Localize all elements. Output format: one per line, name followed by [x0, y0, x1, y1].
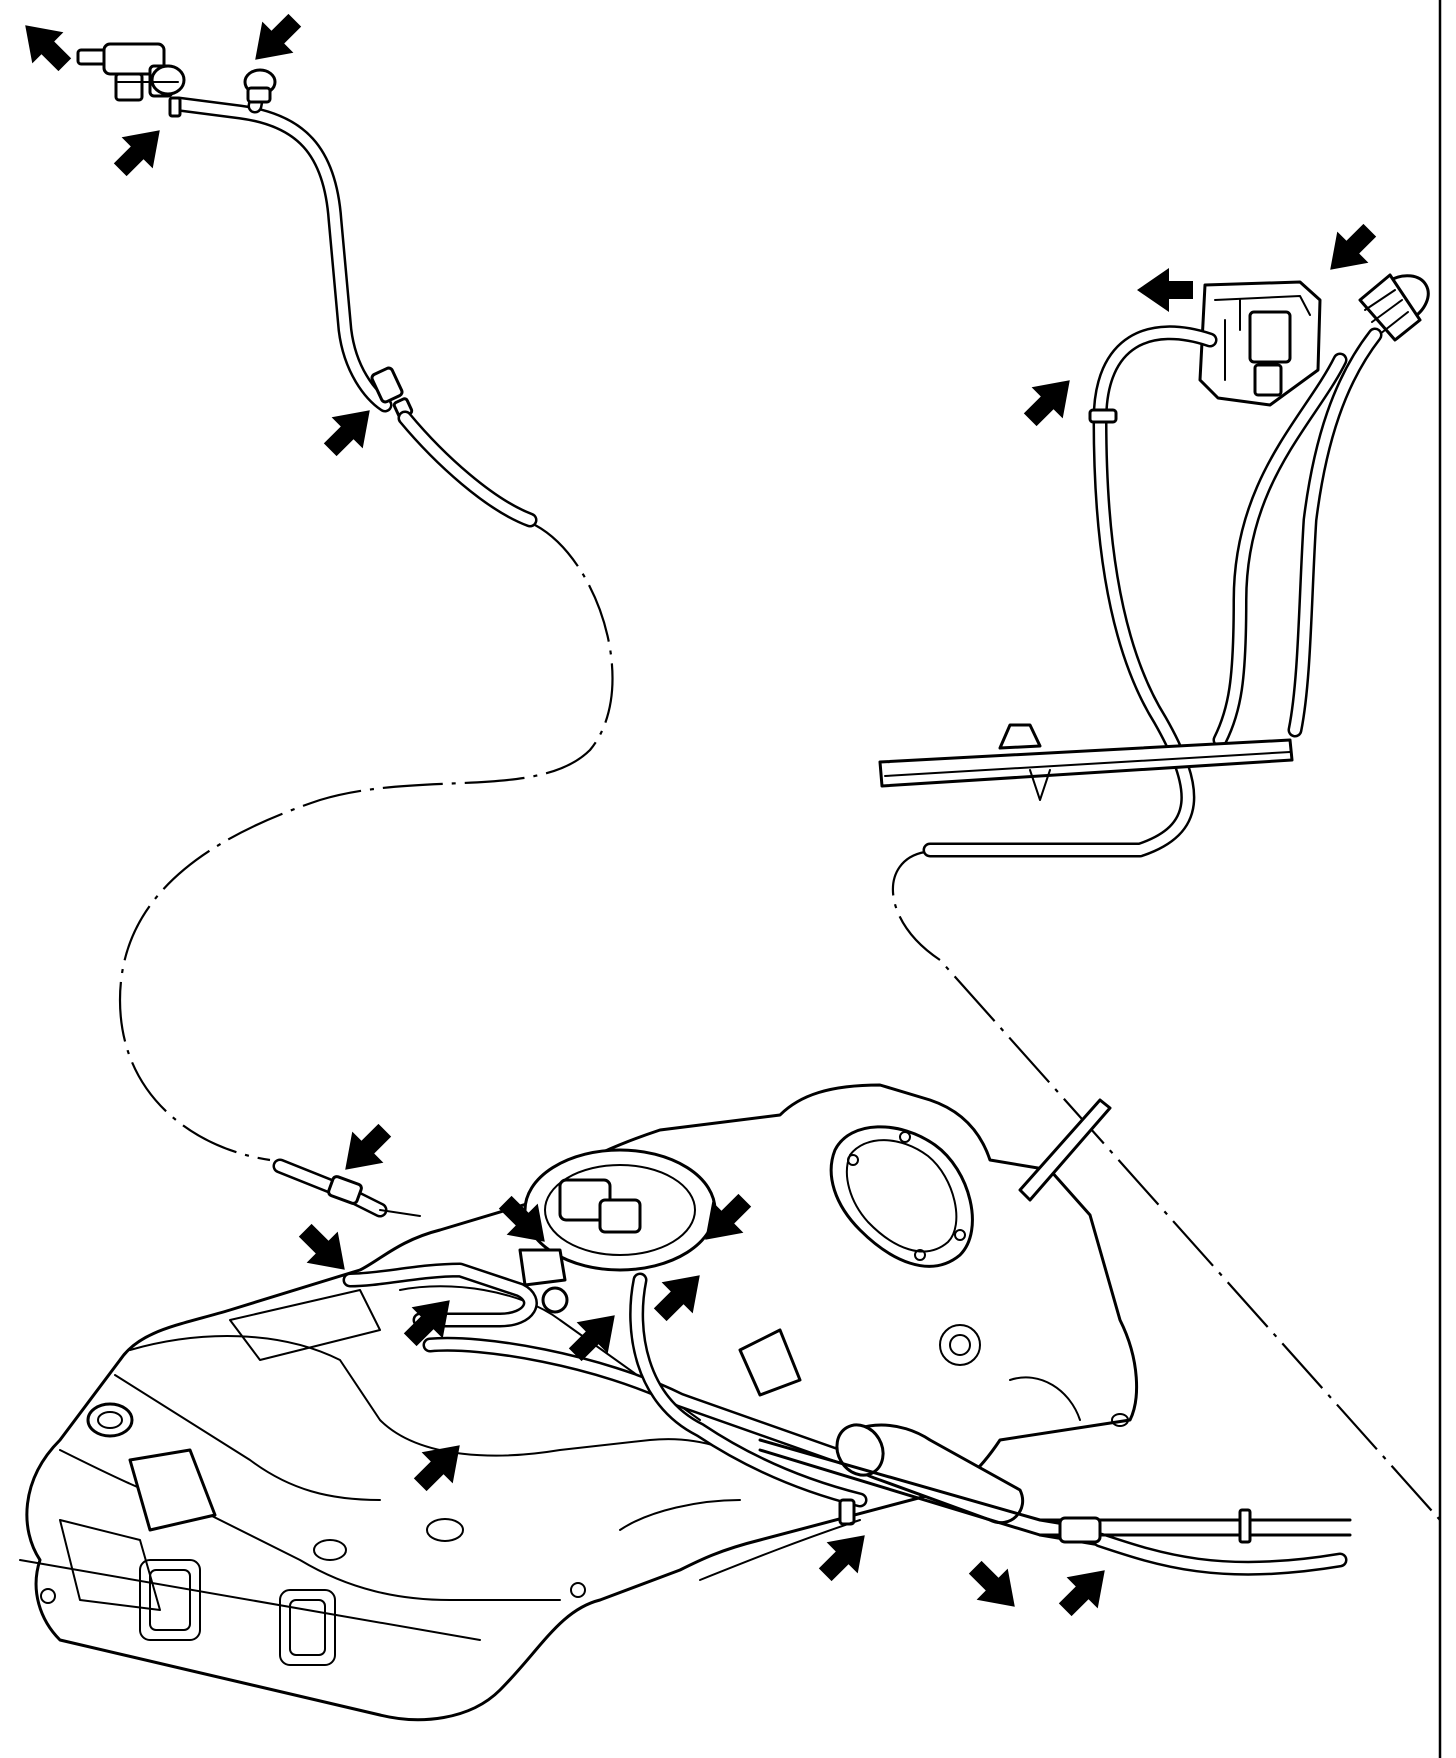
locator-arrow: [498, 1195, 545, 1242]
filler-neck-assembly: [878, 273, 1441, 1521]
locator-arrow: [1330, 223, 1377, 270]
locator-arrow: [413, 1445, 460, 1492]
filler-cap: [1358, 273, 1430, 342]
locator-arrow: [568, 1315, 615, 1362]
locator-arrow: [968, 1560, 1015, 1607]
locator-arrow: [818, 1535, 865, 1582]
locator-arrow: [345, 1123, 392, 1170]
fuel-pump-module: [518, 1148, 717, 1314]
locator-arrow: [323, 410, 370, 457]
quick-connector: [76, 42, 186, 102]
locator-arrow: [298, 1223, 345, 1270]
locator-arrow: [25, 25, 72, 72]
fuel-tank: [19, 1083, 1352, 1722]
locator-arrow: [705, 1193, 752, 1240]
evap-canister: [1198, 280, 1322, 407]
locator-arrow: [1023, 380, 1070, 427]
fuel-feed-line: [76, 42, 614, 1218]
locator-arrow: [255, 13, 302, 60]
locator-arrow: [1058, 1570, 1105, 1617]
locator-arrow: [113, 130, 160, 177]
locator-arrows: [25, 13, 1377, 1617]
access-cover: [829, 1125, 974, 1268]
locator-arrow: [1137, 268, 1193, 312]
inline-connector: [370, 366, 414, 419]
locator-arrow: [653, 1275, 700, 1322]
locator-arrow: [403, 1300, 450, 1347]
